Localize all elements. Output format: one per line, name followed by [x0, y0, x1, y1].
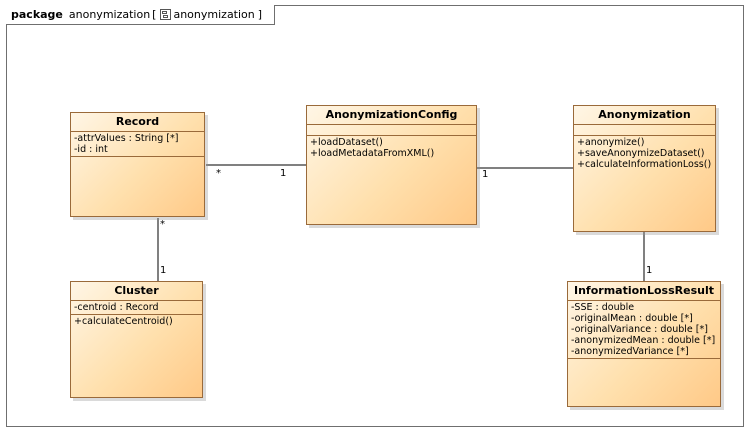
attribute: -id : int: [74, 144, 108, 155]
attributes-section: [307, 125, 476, 136]
attribute: -attrValues : String [*]: [74, 133, 179, 144]
multiplicity-record-config-target: 1: [280, 168, 287, 179]
attribute: -originalVariance : double [*]: [571, 324, 708, 335]
class-information-loss-result[interactable]: InformationLossResult -SSE : double -ori…: [567, 281, 721, 407]
operation: +calculateCentroid(): [74, 316, 173, 327]
class-anonymization-config[interactable]: AnonymizationConfig +loadDataset() +load…: [306, 105, 477, 225]
attributes-section: -centroid : Record: [71, 301, 202, 315]
attribute: -anonymizedVariance [*]: [571, 346, 689, 357]
operation: +calculateInformationLoss(): [577, 159, 712, 170]
attribute: -SSE : double: [571, 302, 635, 313]
attribute: -originalMean : double [*]: [571, 313, 693, 324]
bracket-close: ]: [257, 8, 263, 21]
operations-section: +calculateCentroid(): [71, 315, 202, 328]
multiplicity-anonymization-infoloss: 1: [646, 265, 653, 276]
class-name: Cluster: [71, 282, 202, 301]
attributes-section: -SSE : double -originalMean : double [*]…: [568, 301, 720, 359]
class-diagram-icon: [160, 9, 172, 20]
package-name: anonymization: [68, 8, 151, 21]
frame-tab: package anonymization [ anonymization ]: [6, 5, 276, 25]
multiplicity-record-cluster-target: 1: [160, 265, 167, 276]
attributes-section: [574, 125, 715, 136]
attribute: -anonymizedMean : double [*]: [571, 335, 716, 346]
class-cluster[interactable]: Cluster -centroid : Record +calculateCen…: [70, 281, 203, 398]
operation: +loadDataset(): [310, 137, 383, 148]
bracket-open: [: [152, 8, 157, 21]
frame-keyword: package: [11, 8, 63, 21]
operations-section: [568, 359, 720, 369]
operations-section: +loadDataset() +loadMetadataFromXML(): [307, 136, 476, 160]
multiplicity-record-cluster-source: *: [160, 219, 165, 230]
multiplicity-record-config-source: *: [216, 168, 221, 179]
operation: +saveAnonymizeDataset(): [577, 148, 705, 159]
operations-section: [71, 157, 204, 167]
class-name: AnonymizationConfig: [307, 106, 476, 125]
operations-section: +anonymize() +saveAnonymizeDataset() +ca…: [574, 136, 715, 171]
operation: +anonymize(): [577, 137, 645, 148]
operation: +loadMetadataFromXML(): [310, 148, 435, 159]
class-anonymization[interactable]: Anonymization +anonymize() +saveAnonymiz…: [573, 105, 716, 232]
class-name: Anonymization: [574, 106, 715, 125]
class-name: InformationLossResult: [568, 282, 720, 301]
multiplicity-config-anonymization: 1: [482, 169, 489, 180]
attributes-section: -attrValues : String [*] -id : int: [71, 132, 204, 157]
class-record[interactable]: Record -attrValues : String [*] -id : in…: [70, 112, 205, 217]
class-name: Record: [71, 113, 204, 132]
attribute: -centroid : Record: [74, 302, 159, 313]
diagram-name: anonymization: [173, 8, 255, 21]
